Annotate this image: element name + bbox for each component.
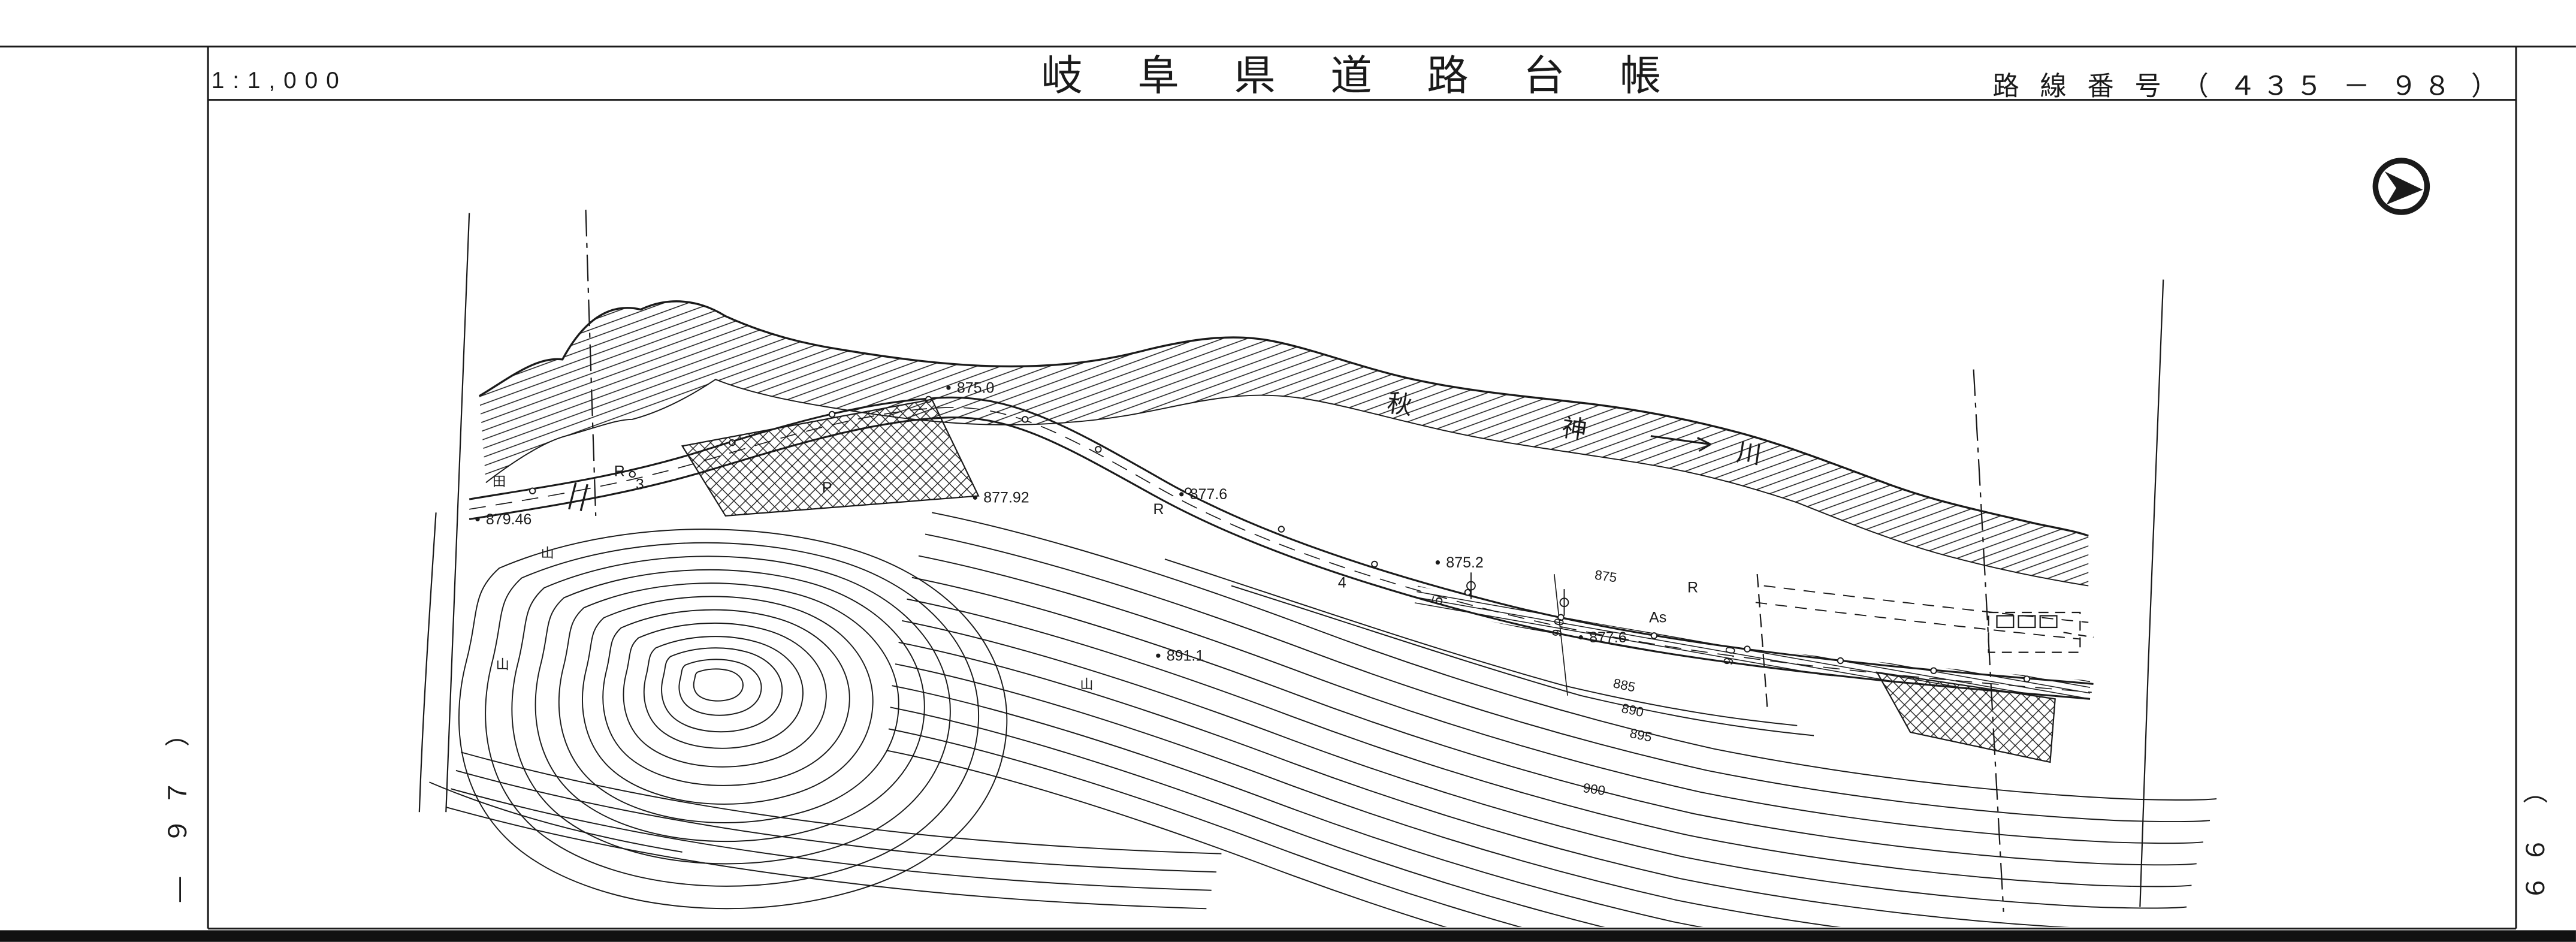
surface-type-label: As <box>1649 609 1666 626</box>
river-bank-top-edge <box>478 300 2089 537</box>
elevation-point-label: 875.2 <box>1446 554 1484 571</box>
contour-elevation-label: 885 <box>1612 675 1636 695</box>
parcel-label: 山 <box>496 657 509 672</box>
point-label: P <box>822 479 832 496</box>
adjacent-sheet-ref-right: （ ９９ <box>2519 778 2548 914</box>
scan-edge-bar <box>0 930 2576 942</box>
curve-point-label: R <box>614 463 625 479</box>
contour-elevation-label: 895 <box>1629 726 1653 745</box>
elevation-point-label: 877.6 <box>1589 629 1627 646</box>
crosshatch-parcel <box>681 398 980 517</box>
retaining-structure <box>1876 611 2094 763</box>
contours-left-hill <box>458 528 1008 910</box>
elevation-point-label: 877.6 <box>1190 486 1228 503</box>
benchmark-symbols <box>1466 572 1569 616</box>
station-number-label: 3 <box>636 476 644 493</box>
river-bank-hatch <box>478 300 2089 587</box>
contour-elevation-label: 900 <box>1582 780 1606 798</box>
curve-point-label: R <box>1153 501 1164 518</box>
contours-right-slope <box>886 511 2218 927</box>
page-title: 岐 阜 県 道 路 台 帳 <box>1041 53 1683 100</box>
river-bank-bottom-edge <box>485 379 2089 587</box>
elevation-point-label: 879.46 <box>486 511 531 528</box>
curve-point-label: R <box>1687 579 1698 596</box>
elevation-point-label: 891.1 <box>1167 648 1204 665</box>
road-width-label: 9.0 <box>1549 617 1567 638</box>
elevation-point-label: 877.92 <box>983 490 1029 506</box>
contours-lower-left <box>429 751 1222 910</box>
route-number-label: 路 線 番 号 （ ４３５ － ９８ ） <box>1992 73 2505 102</box>
station-number-label: 5 <box>1429 594 1447 607</box>
adjacent-sheet-ref-left: ― ９７ ） <box>164 708 194 902</box>
bridge-ticks <box>568 482 588 511</box>
scale-label: 1:1,000 <box>211 67 348 93</box>
elevation-point-label: 875.0 <box>957 379 995 396</box>
contour-elevation-label: 875 <box>1594 567 1618 585</box>
road-station-marks <box>529 395 2031 683</box>
parcel-label: 山 <box>541 545 554 560</box>
parcel-label: 山 <box>1080 677 1093 692</box>
map-labels: 875.0 877.92 877.6 879.46 875.2 877.6 89… <box>486 379 1826 798</box>
elevation-point-dots <box>475 385 1583 658</box>
north-arrow-icon <box>2372 158 2430 215</box>
map-frame <box>0 46 2576 930</box>
station-number-label: 4 <box>1338 574 1346 591</box>
parcel-label: 田 <box>493 474 506 489</box>
contour-elevation-label: 890 <box>1620 701 1645 720</box>
road-width-label: 9.0 <box>1720 645 1738 666</box>
flow-arrow-icon <box>1650 435 1711 452</box>
old-road-dashed <box>1755 585 2089 640</box>
road-wall-hatch <box>1414 585 2091 699</box>
river-name-label: 秋 神 川 <box>1385 388 1826 478</box>
